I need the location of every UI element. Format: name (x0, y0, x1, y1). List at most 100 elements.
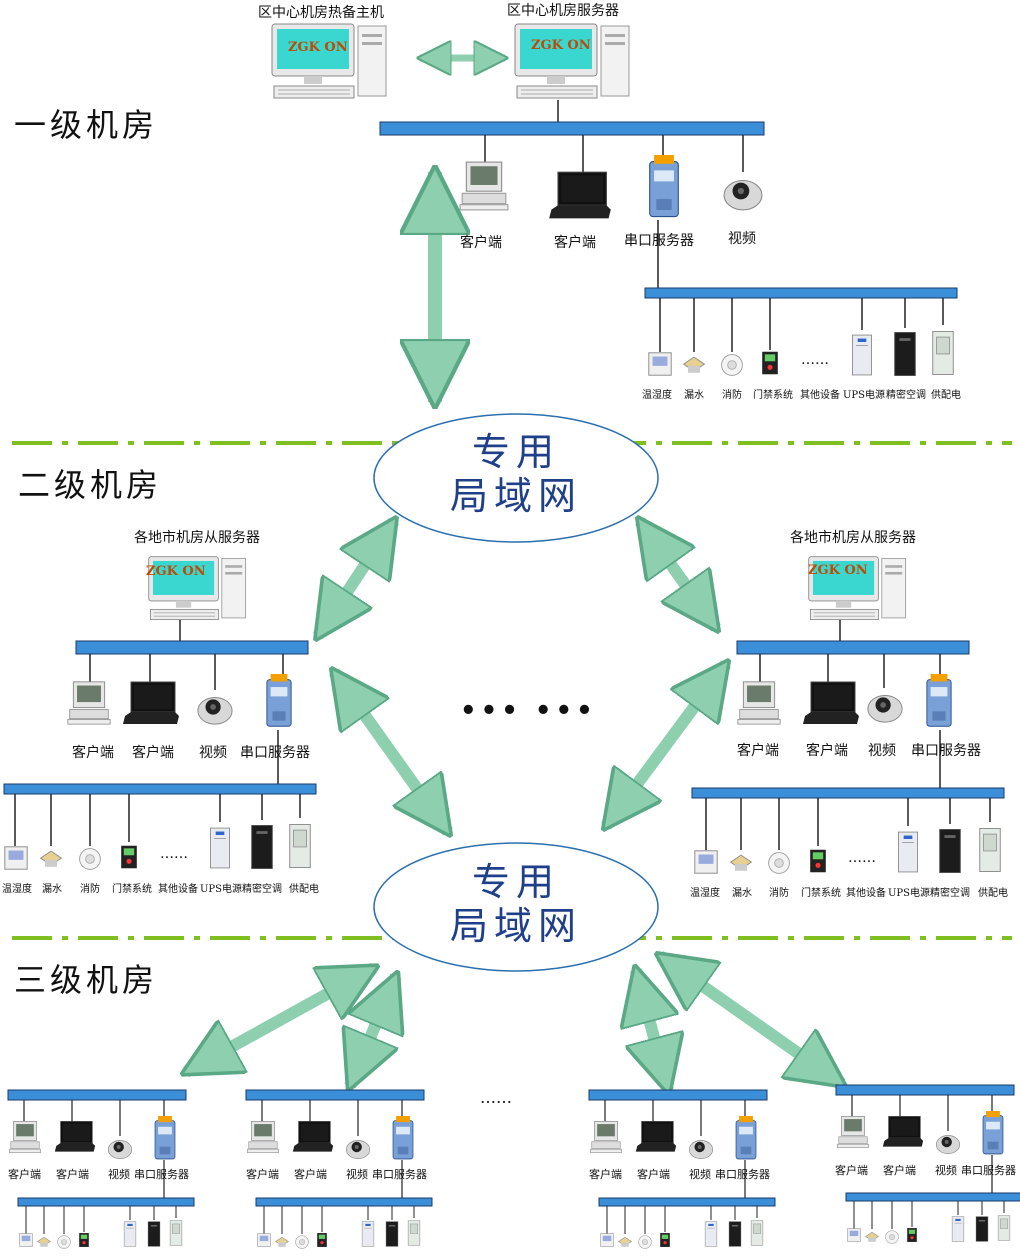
slave-server-label: 各地市机房从服务器 (790, 530, 916, 546)
camera-icon (723, 179, 763, 211)
power-cabinet-icon (979, 827, 1001, 873)
client-label: 客户端 (554, 235, 596, 251)
access-control-icon (810, 849, 826, 873)
link-arrow-b2 (350, 976, 396, 1086)
bus-top-1 (379, 121, 765, 136)
more-ellipsis: ••• ••• (460, 696, 597, 726)
level-1-title: 一级机房 (14, 106, 159, 144)
leak-sensor-icon (683, 356, 705, 374)
bus-right-1 (736, 640, 970, 655)
hot-standby-host-icon (271, 23, 387, 99)
link-arrow-b1 (186, 962, 374, 1078)
client-label: 客户端 (56, 1168, 89, 1181)
sensor-dots: …… (801, 352, 829, 368)
sensor-label: UPS电源 (200, 884, 243, 895)
client-label: 客户端 (460, 235, 502, 251)
sensor-label: 其他设备 (846, 888, 886, 899)
level-2-title: 二级机房 (18, 466, 163, 504)
laptop-icon (548, 171, 612, 219)
sensor-label: 消防 (769, 888, 789, 899)
client-label: 客户端 (72, 745, 114, 761)
serial-server-label: 串口服务器 (624, 233, 694, 249)
client-label: 客户端 (883, 1164, 916, 1177)
access-control-icon (762, 351, 778, 375)
slave-server-label: 各地市机房从服务器 (134, 530, 260, 546)
sensor-label: 温湿度 (690, 888, 720, 899)
lan-label-1-line2: 局域网 (449, 474, 582, 518)
sensor-label: 漏水 (732, 888, 752, 899)
sensor-dots: …… (160, 846, 188, 862)
lan-ellipse-2 (373, 842, 659, 972)
temp-sensor-icon (694, 850, 718, 874)
client-label: 客户端 (8, 1168, 41, 1181)
sensor-label: 精密空调 (242, 884, 282, 895)
sensor-label: 其他设备 (158, 884, 198, 895)
sensor-label: 消防 (722, 390, 742, 401)
ups-icon (897, 831, 919, 873)
camera-icon (197, 697, 233, 725)
smoke-detector-icon (768, 852, 790, 874)
bus-left-1 (75, 640, 309, 655)
lan-label-2-line2: 局域网 (449, 904, 582, 948)
serial-server-label: 串口服务器 (715, 1168, 770, 1181)
leak-sensor-icon (40, 850, 62, 868)
client-label: 客户端 (294, 1168, 327, 1181)
video-label: 视频 (728, 231, 756, 247)
video-label: 视频 (868, 743, 896, 759)
serial-server-icon (649, 155, 679, 218)
precision-ac-icon (894, 331, 916, 377)
precision-ac-icon (251, 824, 273, 870)
link-arrow-b3 (636, 970, 668, 1090)
sensor-label: 温湿度 (2, 884, 32, 895)
more-ellipsis-small: …… (480, 1088, 512, 1107)
sensor-label: UPS电源 (843, 390, 886, 401)
lan-ellipse-1 (373, 413, 659, 543)
laptop-icon (122, 681, 180, 725)
smoke-detector-icon (79, 848, 101, 870)
video-label: 视频 (346, 1168, 368, 1181)
bus-right-2 (691, 787, 1005, 799)
serial-server-label: 串口服务器 (134, 1168, 189, 1181)
sensor-label: 漏水 (684, 390, 704, 401)
sensor-label: 消防 (80, 884, 100, 895)
access-control-icon (121, 845, 137, 869)
monitor-brand: ZGK ON (146, 564, 206, 579)
lan-label-1-line1: 专用 (471, 430, 560, 474)
link-arrow-r1 (640, 521, 716, 628)
serial-server-label: 串口服务器 (911, 743, 981, 759)
serial-server-icon (266, 674, 292, 727)
client-label: 客户端 (835, 1164, 868, 1177)
smoke-detector-icon (721, 354, 743, 376)
client-icon (459, 161, 509, 211)
sensor-label: 供配电 (978, 888, 1008, 899)
center-server-label: 区中心机房服务器 (507, 3, 619, 19)
hot-standby-label: 区中心机房热备主机 (258, 5, 384, 21)
sensor-label: 精密空调 (930, 888, 970, 899)
sensor-label: 温湿度 (642, 390, 672, 401)
video-label: 视频 (935, 1164, 957, 1177)
sensor-label: 门禁系统 (753, 390, 793, 401)
bus-left-2 (3, 783, 317, 795)
precision-ac-icon (939, 828, 961, 874)
monitor-brand: ZGK ON (808, 563, 868, 578)
sensor-label: 供配电 (289, 884, 319, 895)
monitor-brand: ZGK ON (531, 38, 591, 53)
link-arrow-r2 (606, 664, 726, 826)
video-label: 视频 (689, 1168, 711, 1181)
temp-sensor-icon (4, 846, 28, 870)
power-cabinet-icon (932, 330, 954, 376)
sensor-label: 门禁系统 (112, 884, 152, 895)
sensor-label: 精密空调 (886, 390, 926, 401)
client-label: 客户端 (132, 745, 174, 761)
sensor-label: UPS电源 (888, 888, 931, 899)
ups-icon (851, 334, 873, 376)
leak-sensor-icon (730, 854, 752, 872)
monitor-brand: ZGK ON (288, 40, 348, 55)
client-icon (737, 681, 781, 725)
video-label: 视频 (199, 745, 227, 761)
lan-label-1: 专用 局域网 (374, 430, 658, 518)
client-label: 客户端 (637, 1168, 670, 1181)
laptop-icon (802, 681, 860, 725)
serial-server-icon (926, 674, 952, 727)
